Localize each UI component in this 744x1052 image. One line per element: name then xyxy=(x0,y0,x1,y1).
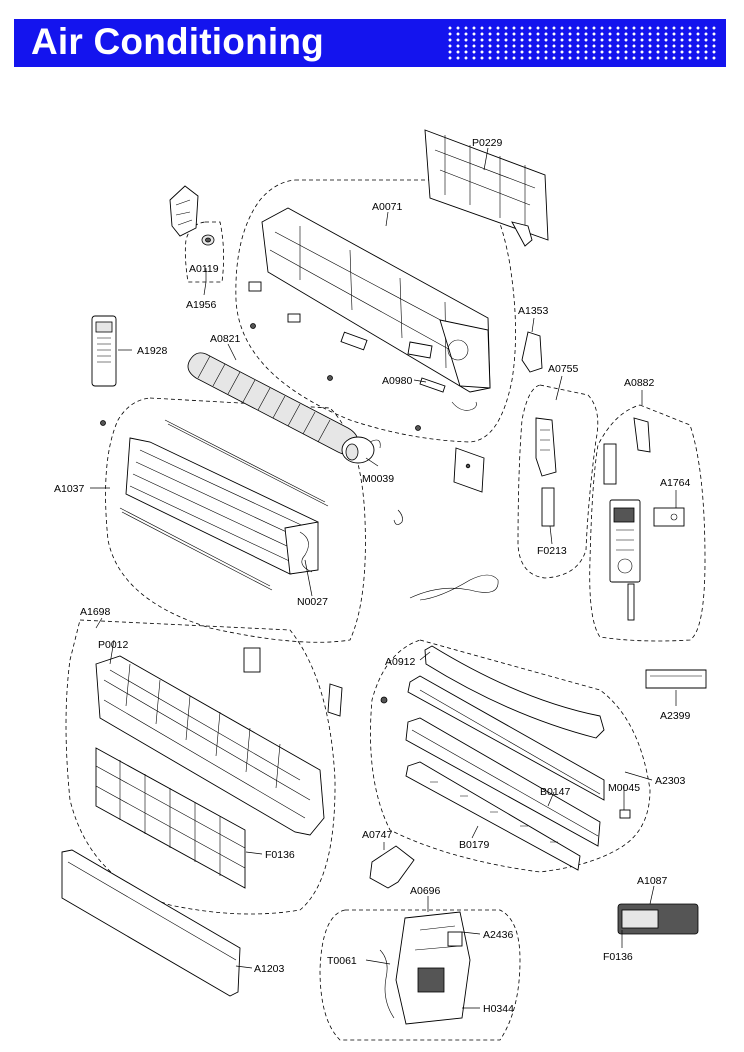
front-cover xyxy=(61,849,241,997)
sensor-board xyxy=(653,507,685,527)
group-outline-main-chassis xyxy=(235,179,516,443)
bracket-part xyxy=(619,809,631,819)
group-outline-electrical-box xyxy=(319,909,521,1041)
cross-flow-fan xyxy=(187,352,359,455)
part-label-F0136-filter: F0136 xyxy=(603,951,633,963)
part-label-A1698: A1698 xyxy=(80,606,111,618)
group-outline-control-pcb xyxy=(589,404,706,642)
control-cover xyxy=(535,417,557,477)
part-label-A0071: A0071 xyxy=(372,201,403,213)
part-label-A0696: A0696 xyxy=(410,885,441,897)
part-label-A2436: A2436 xyxy=(483,929,514,941)
part-label-A0882: A0882 xyxy=(624,377,655,389)
screw xyxy=(327,375,333,381)
banner-dot-pattern xyxy=(446,25,718,61)
fan-connector-part xyxy=(419,377,477,411)
part-label-A2399: A2399 xyxy=(660,710,691,722)
part-label-H0344: H0344 xyxy=(483,1003,514,1015)
front-grille xyxy=(95,655,325,836)
screw xyxy=(250,323,256,329)
group-outline-evaporator xyxy=(105,397,366,643)
evaporator-coil xyxy=(119,419,329,591)
part-label-A0821: A0821 xyxy=(210,333,241,345)
group-outline-drain-pan xyxy=(370,639,651,873)
display-cover xyxy=(603,417,651,485)
part-label-A1087: A1087 xyxy=(637,875,668,887)
part-label-B0147: B0147 xyxy=(540,786,571,798)
filter-holder xyxy=(645,669,707,689)
part-label-P0229: P0229 xyxy=(472,137,503,149)
part-label-A0980: A0980 xyxy=(382,375,413,387)
part-label-A1956: A1956 xyxy=(186,299,217,311)
fan-motor xyxy=(341,436,381,464)
screw xyxy=(100,420,106,426)
part-label-F0213: F0213 xyxy=(537,545,567,557)
group-outline-front-panel xyxy=(65,619,336,915)
part-label-A1764: A1764 xyxy=(660,477,691,489)
part-label-A2303: A2303 xyxy=(655,775,686,787)
deodorizing-filter xyxy=(617,903,699,935)
part-label-M0039: M0039 xyxy=(362,473,394,485)
part-label-A0119: A0119 xyxy=(189,263,219,275)
part-label-F0136: F0136 xyxy=(265,849,295,861)
motor-mount-bracket xyxy=(169,185,199,237)
group-outline-control-cover xyxy=(517,384,599,579)
hook-clip xyxy=(393,509,403,525)
control-board xyxy=(609,499,641,621)
part-label-A1928: A1928 xyxy=(137,345,168,357)
part-label-N0027: N0027 xyxy=(297,596,328,608)
part-label-A1353: A1353 xyxy=(518,305,549,317)
part-label-B0179: B0179 xyxy=(459,839,490,851)
air-filter xyxy=(95,747,246,889)
part-label-A0755: A0755 xyxy=(548,363,579,375)
terminal-wires xyxy=(379,949,395,1019)
part-label-A1203: A1203 xyxy=(254,963,285,975)
small-cover xyxy=(327,683,343,717)
part-label-M0045: M0045 xyxy=(608,782,640,794)
part-label-A0912: A0912 xyxy=(385,656,416,668)
drain-pan xyxy=(405,675,605,871)
screw xyxy=(380,696,388,704)
mounting-plate xyxy=(424,129,549,247)
part-label-A1037: A1037 xyxy=(54,483,85,495)
page-title: Air Conditioning xyxy=(31,21,324,62)
bearing-bushing xyxy=(201,234,215,246)
clip-part xyxy=(243,647,261,673)
part-label-T0061: T0061 xyxy=(327,955,357,967)
screw xyxy=(415,425,421,431)
electrical-control-box xyxy=(395,911,471,1025)
remote-control xyxy=(91,315,117,387)
drain-hose xyxy=(424,645,605,739)
terminal-cover xyxy=(369,845,415,889)
main-chassis xyxy=(248,207,491,393)
part-label-P0012: P0012 xyxy=(98,639,129,651)
pipe-cover-plate xyxy=(453,447,485,493)
filter-strip xyxy=(541,487,555,527)
side-bracket xyxy=(521,331,543,373)
part-label-A0747: A0747 xyxy=(362,829,393,841)
cable-harness xyxy=(409,574,499,601)
title-banner: Air Conditioning xyxy=(14,19,726,67)
